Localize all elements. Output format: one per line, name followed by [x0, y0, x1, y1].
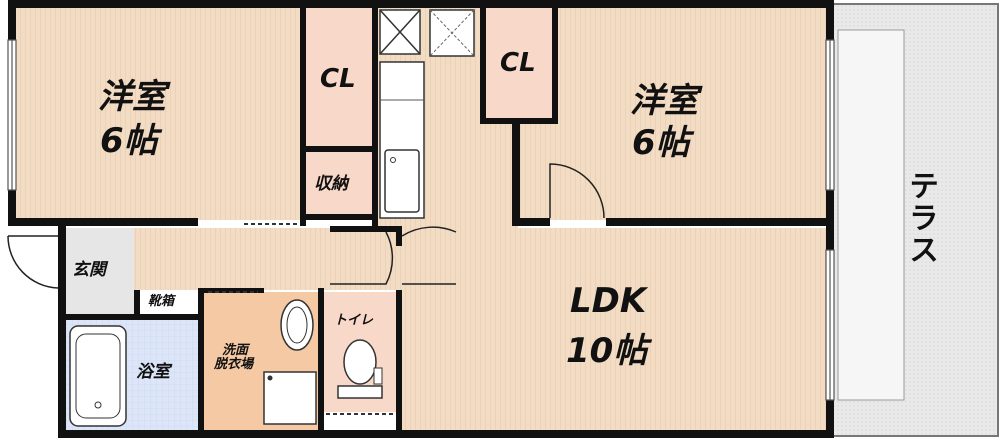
washing-machine-pan: [263, 371, 317, 425]
shoe-cabinet-label: 靴箱: [148, 294, 175, 309]
closet-right-label: CL: [500, 48, 536, 78]
washroom-label-line1: 洗面: [222, 343, 249, 358]
toilet-label: トイレ: [334, 313, 374, 328]
ldk-floor: [398, 228, 830, 434]
bathtub-inner: [75, 333, 121, 419]
closet-left-floor: [306, 8, 372, 146]
western-room-left-size: 6帖: [100, 121, 158, 161]
windows: [7, 39, 835, 401]
faucet: [390, 157, 396, 163]
entrance-floor: [66, 228, 134, 314]
entrance-label: 玄関: [72, 260, 106, 280]
closet-right-floor: [486, 8, 552, 120]
ldk-size: 10帖: [566, 331, 648, 371]
bathroom-label: 浴室: [136, 362, 170, 382]
doors: [7, 163, 605, 289]
ldk-name: LDK: [570, 281, 647, 321]
storage-label: 収納: [314, 174, 348, 194]
washing-machine-drain: [267, 375, 273, 381]
refrigerator-cross: [379, 9, 421, 55]
closet-left-label: CL: [320, 64, 356, 94]
bathtub-drain: [94, 401, 102, 409]
toilet-paper: [373, 367, 383, 385]
toilet-tank: [337, 385, 383, 399]
western-room-left-name: 洋室: [98, 77, 166, 117]
washbasin-bowl: [286, 306, 308, 344]
toilet-bowl: [343, 339, 377, 385]
western-room-left-floor: [14, 8, 304, 220]
terrace-inner: [837, 29, 905, 401]
western-room-right-floor: [518, 8, 830, 220]
western-room-right-size: 6帖: [632, 123, 690, 163]
storage-floor: [306, 152, 372, 216]
western-room-right-name: 洋室: [630, 81, 698, 121]
kitchen-sink: [384, 149, 420, 213]
hallway-floor: [134, 228, 400, 290]
sliding-doors: [208, 223, 394, 415]
terrace-label: テラス: [903, 170, 938, 266]
washer-cross: [429, 9, 475, 57]
washroom-label-line2: 脱衣場: [214, 357, 254, 372]
